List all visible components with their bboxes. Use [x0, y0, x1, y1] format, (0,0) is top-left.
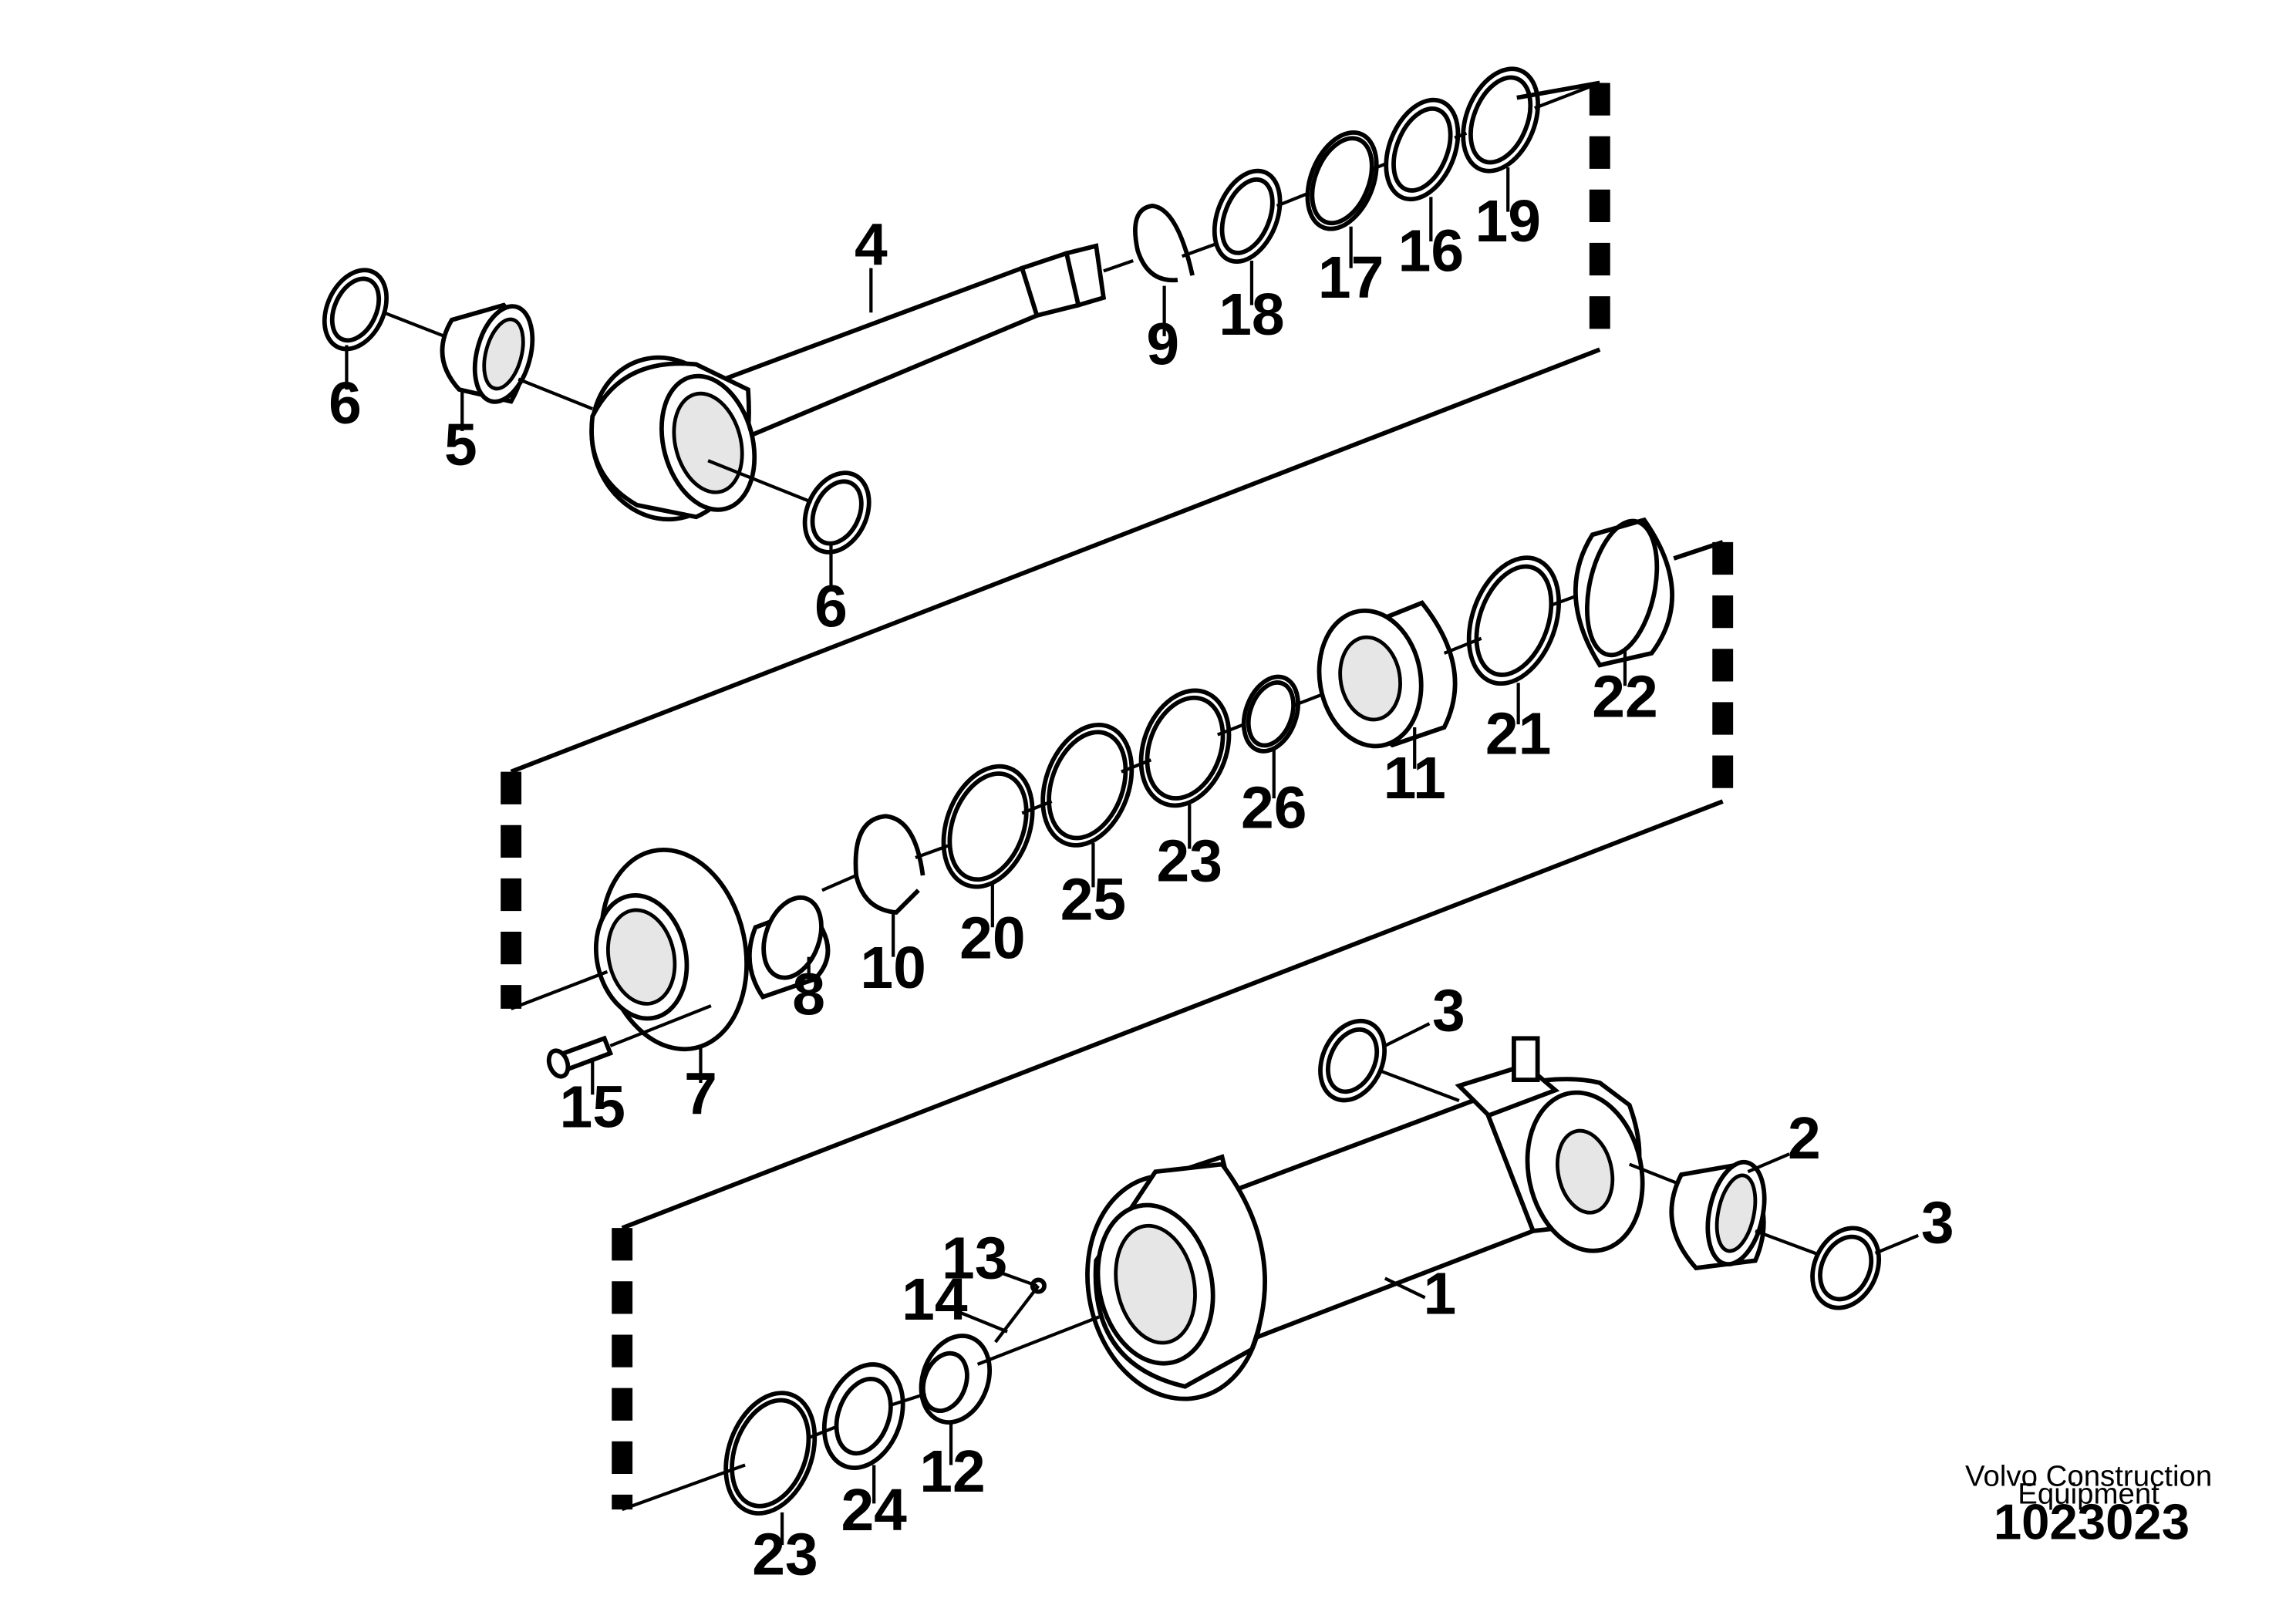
bushing-5: [440, 302, 535, 404]
callout-8: 8: [792, 962, 825, 1028]
callout-22: 22: [1592, 664, 1657, 730]
callout-13: 13: [942, 1225, 1007, 1291]
brand-line-1: Volvo Construction: [1965, 1459, 2212, 1492]
seal-18: [1212, 168, 1283, 265]
seal-ring-3-top: [1318, 1018, 1387, 1103]
o-ring-17: [1305, 130, 1379, 231]
wiper-19: [1461, 66, 1540, 174]
cylinder-tube-group: [621, 1018, 1882, 1516]
callout-16: 16: [1398, 218, 1464, 284]
piston-rod-group: [322, 66, 1601, 555]
callout-3-right: 3: [1921, 1189, 1954, 1256]
cylinder-head-7: [593, 848, 749, 1052]
seal-16: [1384, 97, 1461, 202]
o-ring-26: [1241, 674, 1300, 754]
assembly-frame: [501, 80, 1734, 1510]
guide-ring-22: [1573, 517, 1674, 668]
callout-12: 12: [919, 1438, 985, 1505]
callout-11: 11: [1384, 745, 1446, 811]
bushing-2: [1669, 1159, 1767, 1271]
ring-23-bottom: [723, 1391, 818, 1516]
callout-5: 5: [444, 412, 477, 478]
snap-ring-9: [1133, 204, 1195, 283]
callout-24: 24: [841, 1477, 907, 1543]
callout-25: 25: [1060, 867, 1126, 933]
seal-ring-6-right: [802, 470, 872, 555]
callout-15: 15: [560, 1074, 625, 1141]
callout-4: 4: [855, 212, 888, 278]
callout-23-middle: 23: [1157, 828, 1222, 895]
screw-15: [546, 1035, 614, 1079]
callout-17: 17: [1318, 244, 1384, 311]
callout-6-left: 6: [329, 370, 362, 437]
cylinder-tube-1: [1085, 1036, 1645, 1401]
callout-3-top: 3: [1432, 978, 1465, 1044]
callout-23-bottom: 23: [752, 1522, 818, 1588]
callout-18: 18: [1219, 282, 1284, 348]
callout-leaders: [345, 167, 1920, 1546]
washer-24: [821, 1362, 905, 1470]
cylinder-head-group: [510, 517, 1724, 1079]
document-number: 1023023: [1994, 1493, 2190, 1549]
ring-25: [1040, 723, 1135, 848]
ring-23-middle: [1138, 688, 1232, 808]
seal-21: [1466, 555, 1561, 686]
callout-19: 19: [1475, 188, 1540, 255]
callout-1: 1: [1423, 1261, 1456, 1327]
callout-14: 14: [902, 1266, 968, 1333]
brand-line-2: Equipment: [2018, 1477, 2159, 1510]
callout-7: 7: [684, 1061, 717, 1127]
seal-ring-6-left: [322, 268, 389, 352]
seal-ring-3-right: [1810, 1226, 1882, 1310]
snap-ring-10: [853, 814, 925, 916]
piston-11: [1317, 600, 1458, 749]
piston-rod-4: [589, 243, 1107, 522]
o-ring-20: [941, 764, 1035, 889]
callout-6-right: 6: [814, 573, 848, 639]
callout-26: 26: [1241, 775, 1306, 841]
callout-21: 21: [1485, 701, 1551, 767]
callout-9: 9: [1146, 311, 1179, 377]
callout-2: 2: [1788, 1105, 1821, 1172]
callout-labels: 4 6 5 6 9 18 17 16 19 22 21 11 26 23 25 …: [329, 188, 1954, 1588]
lock-nut-12: [919, 1334, 993, 1425]
footer: Volvo Construction Equipment 1023023: [1965, 1459, 2212, 1549]
callout-10: 10: [860, 935, 925, 1001]
callout-20: 20: [959, 905, 1025, 972]
